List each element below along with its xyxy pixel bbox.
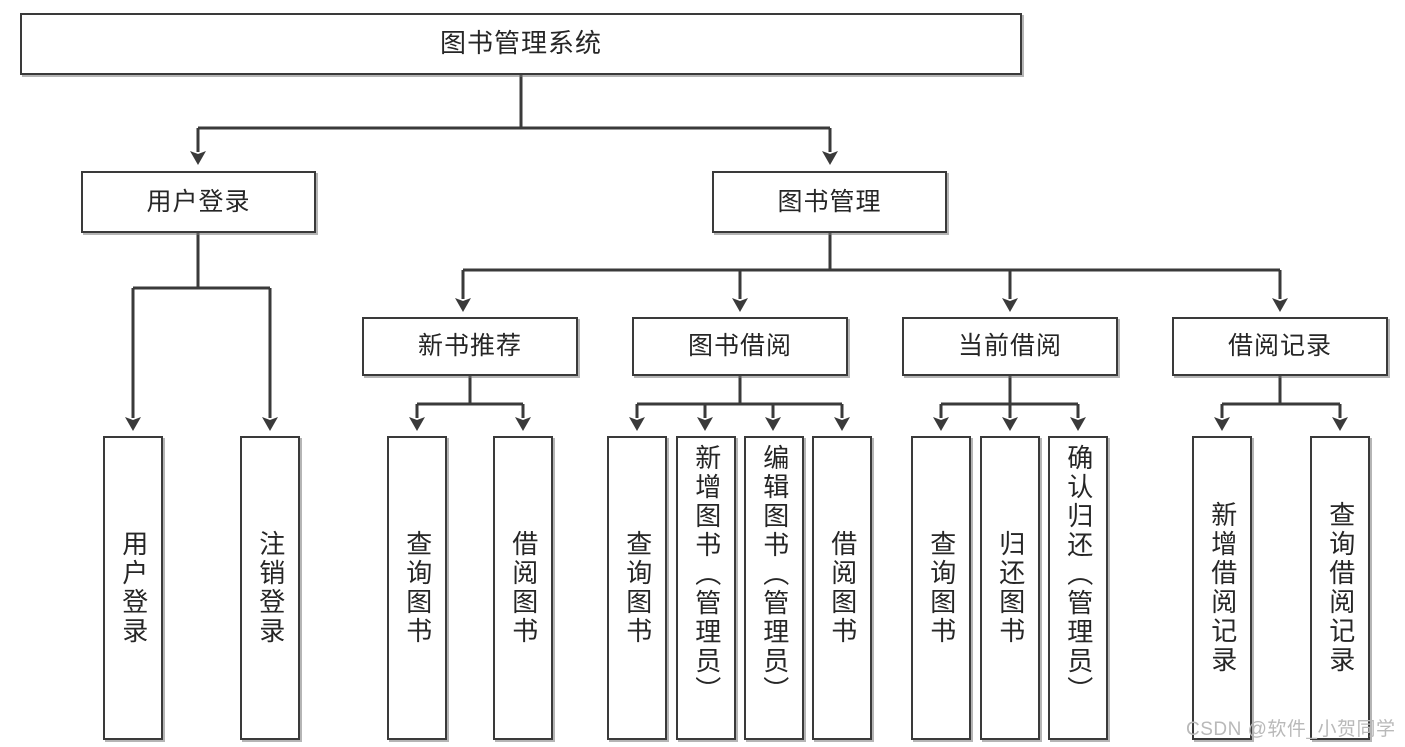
node-leaf-borrow-book-2[interactable]: 借阅图书	[812, 436, 872, 740]
node-borrow-record-label: 借阅记录	[1227, 332, 1332, 361]
node-book-borrow-label: 图书借阅	[687, 332, 792, 361]
node-leaf-query-book-1-label: 查询图书	[402, 530, 433, 646]
node-leaf-query-book-3-label: 查询图书	[926, 530, 957, 646]
node-book-borrow[interactable]: 图书借阅	[632, 317, 848, 376]
node-leaf-logout[interactable]: 注销登录	[240, 436, 300, 740]
node-leaf-edit-book-admin-label: 编辑图书（管理员）	[759, 444, 790, 705]
node-root-label: 图书管理系统	[439, 28, 602, 59]
node-leaf-add-book-admin[interactable]: 新增图书（管理员）	[676, 436, 736, 740]
node-book-manage-label: 图书管理	[777, 187, 882, 216]
node-leaf-add-borrow-record-label: 新增借阅记录	[1207, 501, 1238, 675]
node-leaf-query-borrow-record-label: 查询借阅记录	[1325, 501, 1356, 675]
node-leaf-borrow-book-1-label: 借阅图书	[508, 530, 539, 646]
node-leaf-confirm-return-admin[interactable]: 确认归还（管理员）	[1048, 436, 1108, 740]
node-leaf-add-borrow-record[interactable]: 新增借阅记录	[1192, 436, 1252, 740]
node-new-book-recommend[interactable]: 新书推荐	[362, 317, 578, 376]
node-current-borrow-label: 当前借阅	[957, 332, 1062, 361]
node-leaf-confirm-return-admin-label: 确认归还（管理员）	[1063, 444, 1094, 705]
node-leaf-borrow-book-2-label: 借阅图书	[827, 530, 858, 646]
node-book-manage[interactable]: 图书管理	[712, 171, 947, 233]
node-user-login-label: 用户登录	[146, 187, 251, 216]
node-current-borrow[interactable]: 当前借阅	[902, 317, 1118, 376]
node-leaf-return-book[interactable]: 归还图书	[980, 436, 1040, 740]
node-leaf-user-login-label: 用户登录	[118, 530, 149, 646]
node-leaf-user-login[interactable]: 用户登录	[103, 436, 163, 740]
node-leaf-query-book-2[interactable]: 查询图书	[607, 436, 667, 740]
node-leaf-edit-book-admin[interactable]: 编辑图书（管理员）	[744, 436, 804, 740]
node-leaf-return-book-label: 归还图书	[995, 530, 1026, 646]
node-leaf-borrow-book-1[interactable]: 借阅图书	[493, 436, 553, 740]
node-leaf-query-book-2-label: 查询图书	[622, 530, 653, 646]
node-borrow-record[interactable]: 借阅记录	[1172, 317, 1388, 376]
node-leaf-query-book-1[interactable]: 查询图书	[387, 436, 447, 740]
node-user-login[interactable]: 用户登录	[81, 171, 316, 233]
node-leaf-add-book-admin-label: 新增图书（管理员）	[691, 444, 722, 705]
node-new-book-recommend-label: 新书推荐	[417, 332, 522, 361]
node-leaf-logout-label: 注销登录	[255, 530, 286, 646]
node-root[interactable]: 图书管理系统	[20, 13, 1022, 75]
node-leaf-query-borrow-record[interactable]: 查询借阅记录	[1310, 436, 1370, 740]
node-leaf-query-book-3[interactable]: 查询图书	[911, 436, 971, 740]
